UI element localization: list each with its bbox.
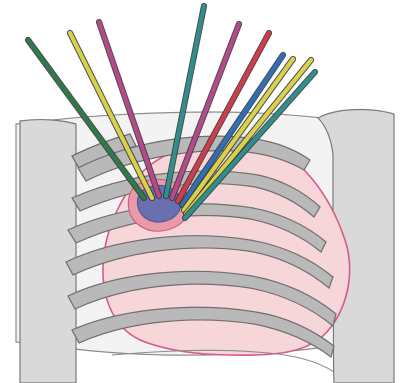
left-arm xyxy=(20,120,76,383)
